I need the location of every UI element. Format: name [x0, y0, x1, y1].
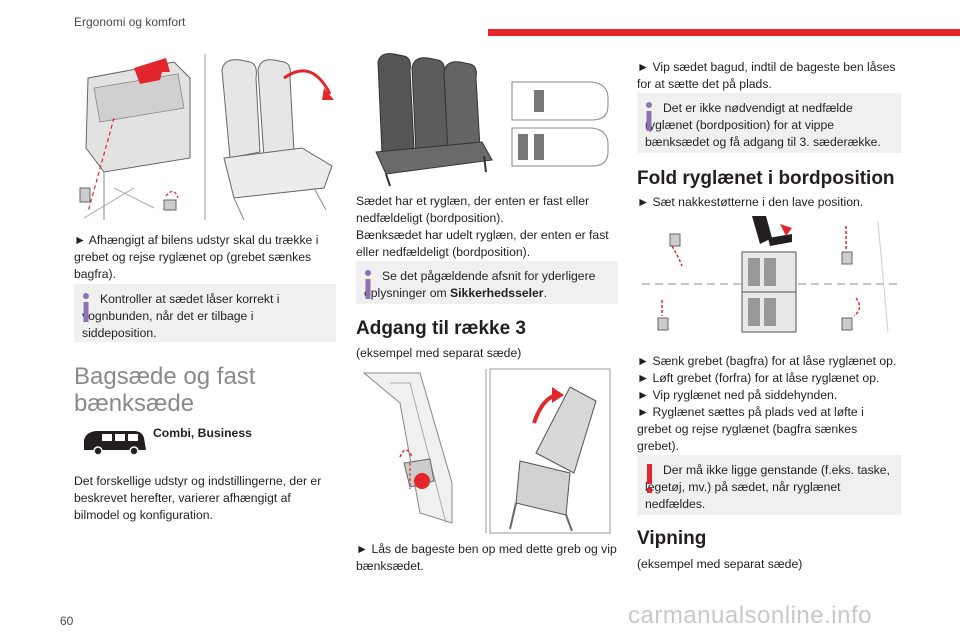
seat-description: Sædet har et ryglæn, der enten er fast e… [356, 194, 590, 225]
warning-note: Der må ikke ligge genstande (f.eks. task… [637, 455, 901, 515]
info-note-text: Det er ikke nødvendigt at nedfælde ryglæ… [645, 101, 881, 149]
info-note-text: Kontroller at sædet låser korrekt i vogn… [82, 292, 280, 340]
bench-description: Bænksædet har udelt ryglæn, der enten er… [356, 228, 609, 259]
info-icon [646, 102, 652, 131]
caption-separate-seat: (eksempel med separat sæde) [356, 346, 522, 360]
instruction-unlock-legs: ► Lås de bageste ben op med dette greb o… [356, 542, 617, 573]
section-heading-table-position: Fold ryglænet i bordposition [637, 168, 895, 189]
running-header: Ergonomi og komfort [74, 15, 186, 29]
fold-step: ► Løft grebet (forfra) for at låse ryglæ… [637, 371, 880, 385]
fold-step: ► Ryglænet sættes på plads ved at løfte … [637, 405, 864, 453]
header-accent-bar [488, 29, 960, 36]
info-note-text: Se det pågældende afsnit for yderligere … [364, 269, 596, 300]
info-icon [365, 270, 371, 299]
watermark: carmanualsonline.info [628, 602, 872, 629]
van-icon [84, 431, 146, 456]
figure-bench-layout [375, 53, 609, 187]
instruction-headrests-low: ► Sæt nakkestøtterne i den lave position… [637, 195, 864, 209]
info-note-access: Det er ikke nødvendigt at nedfælde ryglæ… [637, 93, 901, 153]
info-note: Kontroller at sædet låser korrekt i vogn… [74, 284, 336, 342]
instruction-tilt-back: ► Vip sædet bagud, indtil de bageste ben… [637, 60, 896, 91]
section-heading-rear-seats: Bagsæde og fast bænksæde [74, 363, 256, 417]
info-note-seatbelts: Se det pågældende afsnit for yderligere … [356, 261, 618, 304]
caption-separate-seat-2: (eksempel med separat sæde) [637, 557, 803, 571]
figure-seat-backrest-lift [79, 54, 334, 221]
figure-backrest-fold [642, 216, 898, 333]
fold-steps-list: ► Sænk grebet (bagfra) for at låse ryglæ… [637, 353, 901, 455]
fold-step: ► Vip ryglænet ned på siddehynden. [637, 388, 838, 402]
intro-paragraph: Det forskellige udstyr og indstillingern… [74, 474, 322, 522]
warning-note-text: Der må ikke ligge genstande (f.eks. task… [645, 463, 890, 511]
info-icon [83, 293, 89, 322]
figure-tilt-lever [362, 368, 611, 534]
section-heading-tilting: Vipning [637, 528, 707, 549]
seatbelt-reference: Sikkerhedsseler [450, 286, 544, 300]
section-heading-row3: Adgang til række 3 [356, 318, 526, 339]
model-variants: Combi, Business [153, 426, 252, 440]
fold-step: ► Sænk grebet (bagfra) for at låse ryglæ… [637, 354, 897, 368]
instruction-lift-backrest: ► Afhængigt af bilens udstyr skal du træ… [74, 233, 319, 281]
warning-icon [647, 464, 652, 493]
page-number: 60 [60, 614, 74, 628]
